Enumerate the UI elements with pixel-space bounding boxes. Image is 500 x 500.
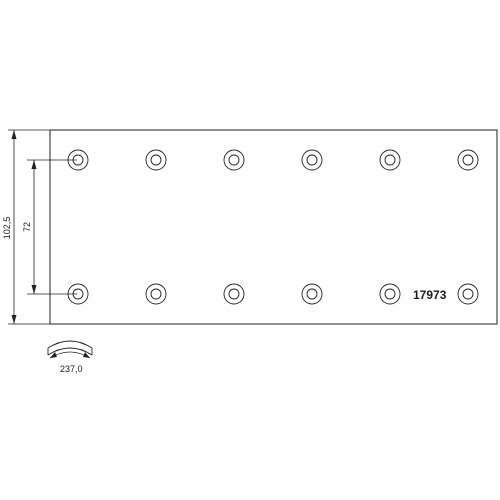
rivet-hole (223, 149, 245, 171)
rivet-hole (457, 283, 479, 305)
rivet-hole (67, 283, 89, 305)
hole-spacing-dimension-label: 72 (22, 222, 32, 232)
height-dimension-label: 102,5 (2, 217, 12, 240)
hole-spacing-dimension: 72 (22, 159, 77, 295)
rivet-hole (457, 149, 479, 171)
rivet-hole (301, 149, 323, 171)
arc-length-symbol: 237,0 (47, 340, 93, 374)
lining-outline (49, 129, 498, 325)
rivet-hole (145, 283, 167, 305)
arc-length-label: 237,0 (60, 364, 83, 374)
rivet-hole (67, 149, 89, 171)
height-dimension: 102,5 (2, 129, 50, 325)
rivet-hole (379, 149, 401, 171)
part-number: 17973 (413, 288, 447, 302)
rivet-hole (145, 149, 167, 171)
rivet-hole (301, 283, 323, 305)
rivet-holes (67, 149, 479, 305)
rivet-hole (223, 283, 245, 305)
rivet-hole (379, 283, 401, 305)
